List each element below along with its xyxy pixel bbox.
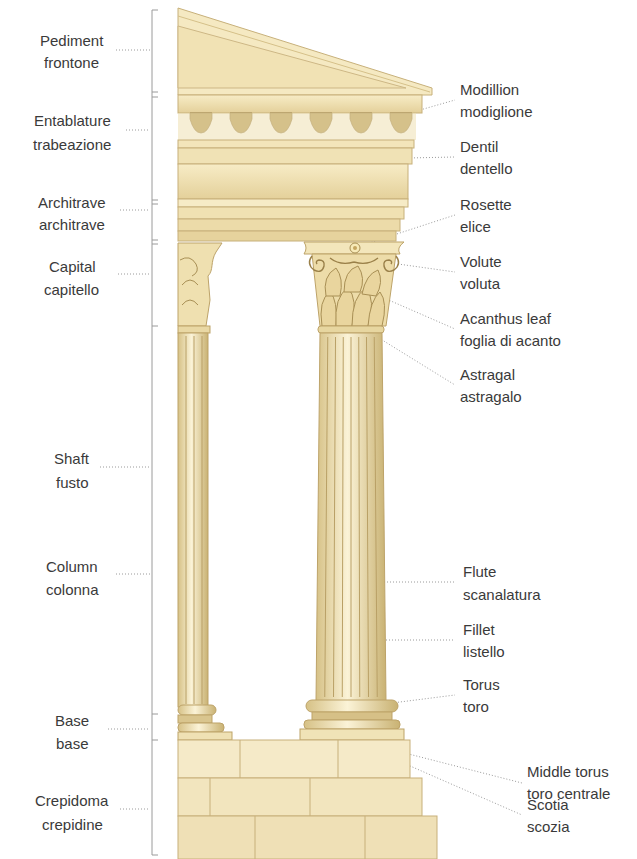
- part-label: elice: [460, 218, 491, 236]
- part-label: modiglione: [460, 103, 533, 121]
- part-label: Architrave: [38, 194, 106, 212]
- part-label: dentello: [460, 160, 513, 178]
- flute-line: [342, 337, 343, 697]
- flute-line: [334, 337, 336, 697]
- part-label: Torus: [463, 676, 500, 694]
- flute-line: [374, 337, 377, 697]
- part-label: Modillion: [460, 81, 519, 99]
- part-label: foglia di acanto: [460, 332, 561, 350]
- part-label: Flute: [463, 563, 496, 581]
- part-label: Shaft: [54, 450, 89, 468]
- pediment: [178, 8, 432, 95]
- part-label: crepidine: [42, 816, 103, 834]
- crepidoma: [178, 740, 437, 859]
- entablature: [178, 95, 422, 241]
- part-label: Astragal: [460, 366, 515, 384]
- part-label: Fillet: [463, 621, 495, 639]
- part-label: astragalo: [460, 388, 522, 406]
- part-label: base: [56, 735, 89, 753]
- part-label: listello: [463, 643, 505, 661]
- flute-line: [351, 337, 352, 697]
- part-label: Volute: [460, 253, 502, 271]
- part-label: capitello: [44, 281, 99, 299]
- right-column: [300, 242, 404, 740]
- part-label: Base: [55, 712, 89, 730]
- flute-line: [367, 337, 369, 697]
- part-label: architrave: [39, 216, 105, 234]
- part-label: Column: [46, 558, 98, 576]
- part-label: Rosette: [460, 196, 512, 214]
- flute-line: [325, 337, 328, 697]
- part-label: Scotia: [527, 796, 569, 814]
- bracket: [152, 10, 158, 855]
- leader-lines: [100, 50, 522, 815]
- part-label: Acanthus leaf: [460, 310, 551, 328]
- part-label: toro: [463, 698, 489, 716]
- part-label: Crepidoma: [35, 792, 108, 810]
- flute-line: [359, 337, 360, 697]
- part-label: voluta: [460, 275, 500, 293]
- part-label: Capital: [49, 258, 96, 276]
- part-label: Dentil: [460, 138, 498, 156]
- left-column: [178, 243, 232, 740]
- part-label: trabeazione: [33, 136, 111, 154]
- part-label: colonna: [46, 581, 99, 599]
- part-label: scozia: [527, 818, 570, 836]
- part-label: Middle torus: [527, 763, 609, 781]
- part-label: Entablature: [34, 112, 111, 130]
- part-label: fusto: [56, 474, 89, 492]
- part-label: scanalatura: [463, 586, 541, 604]
- part-label: frontone: [44, 54, 99, 72]
- part-label: Pediment: [40, 32, 103, 50]
